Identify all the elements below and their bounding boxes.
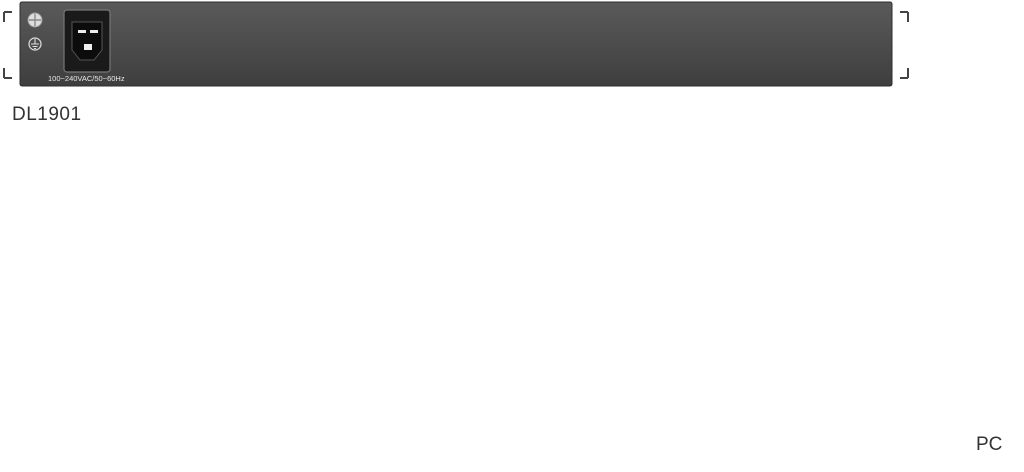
screw-icon [27,12,43,28]
power-inlet-icon [63,9,111,73]
pc-label: PC [976,434,1003,455]
model-label: DL1901 [12,104,82,125]
kvm-back-panel [3,1,909,87]
power-rating-label: 100~240VAC/50~60Hz [48,74,125,83]
ground-icon [28,37,42,51]
